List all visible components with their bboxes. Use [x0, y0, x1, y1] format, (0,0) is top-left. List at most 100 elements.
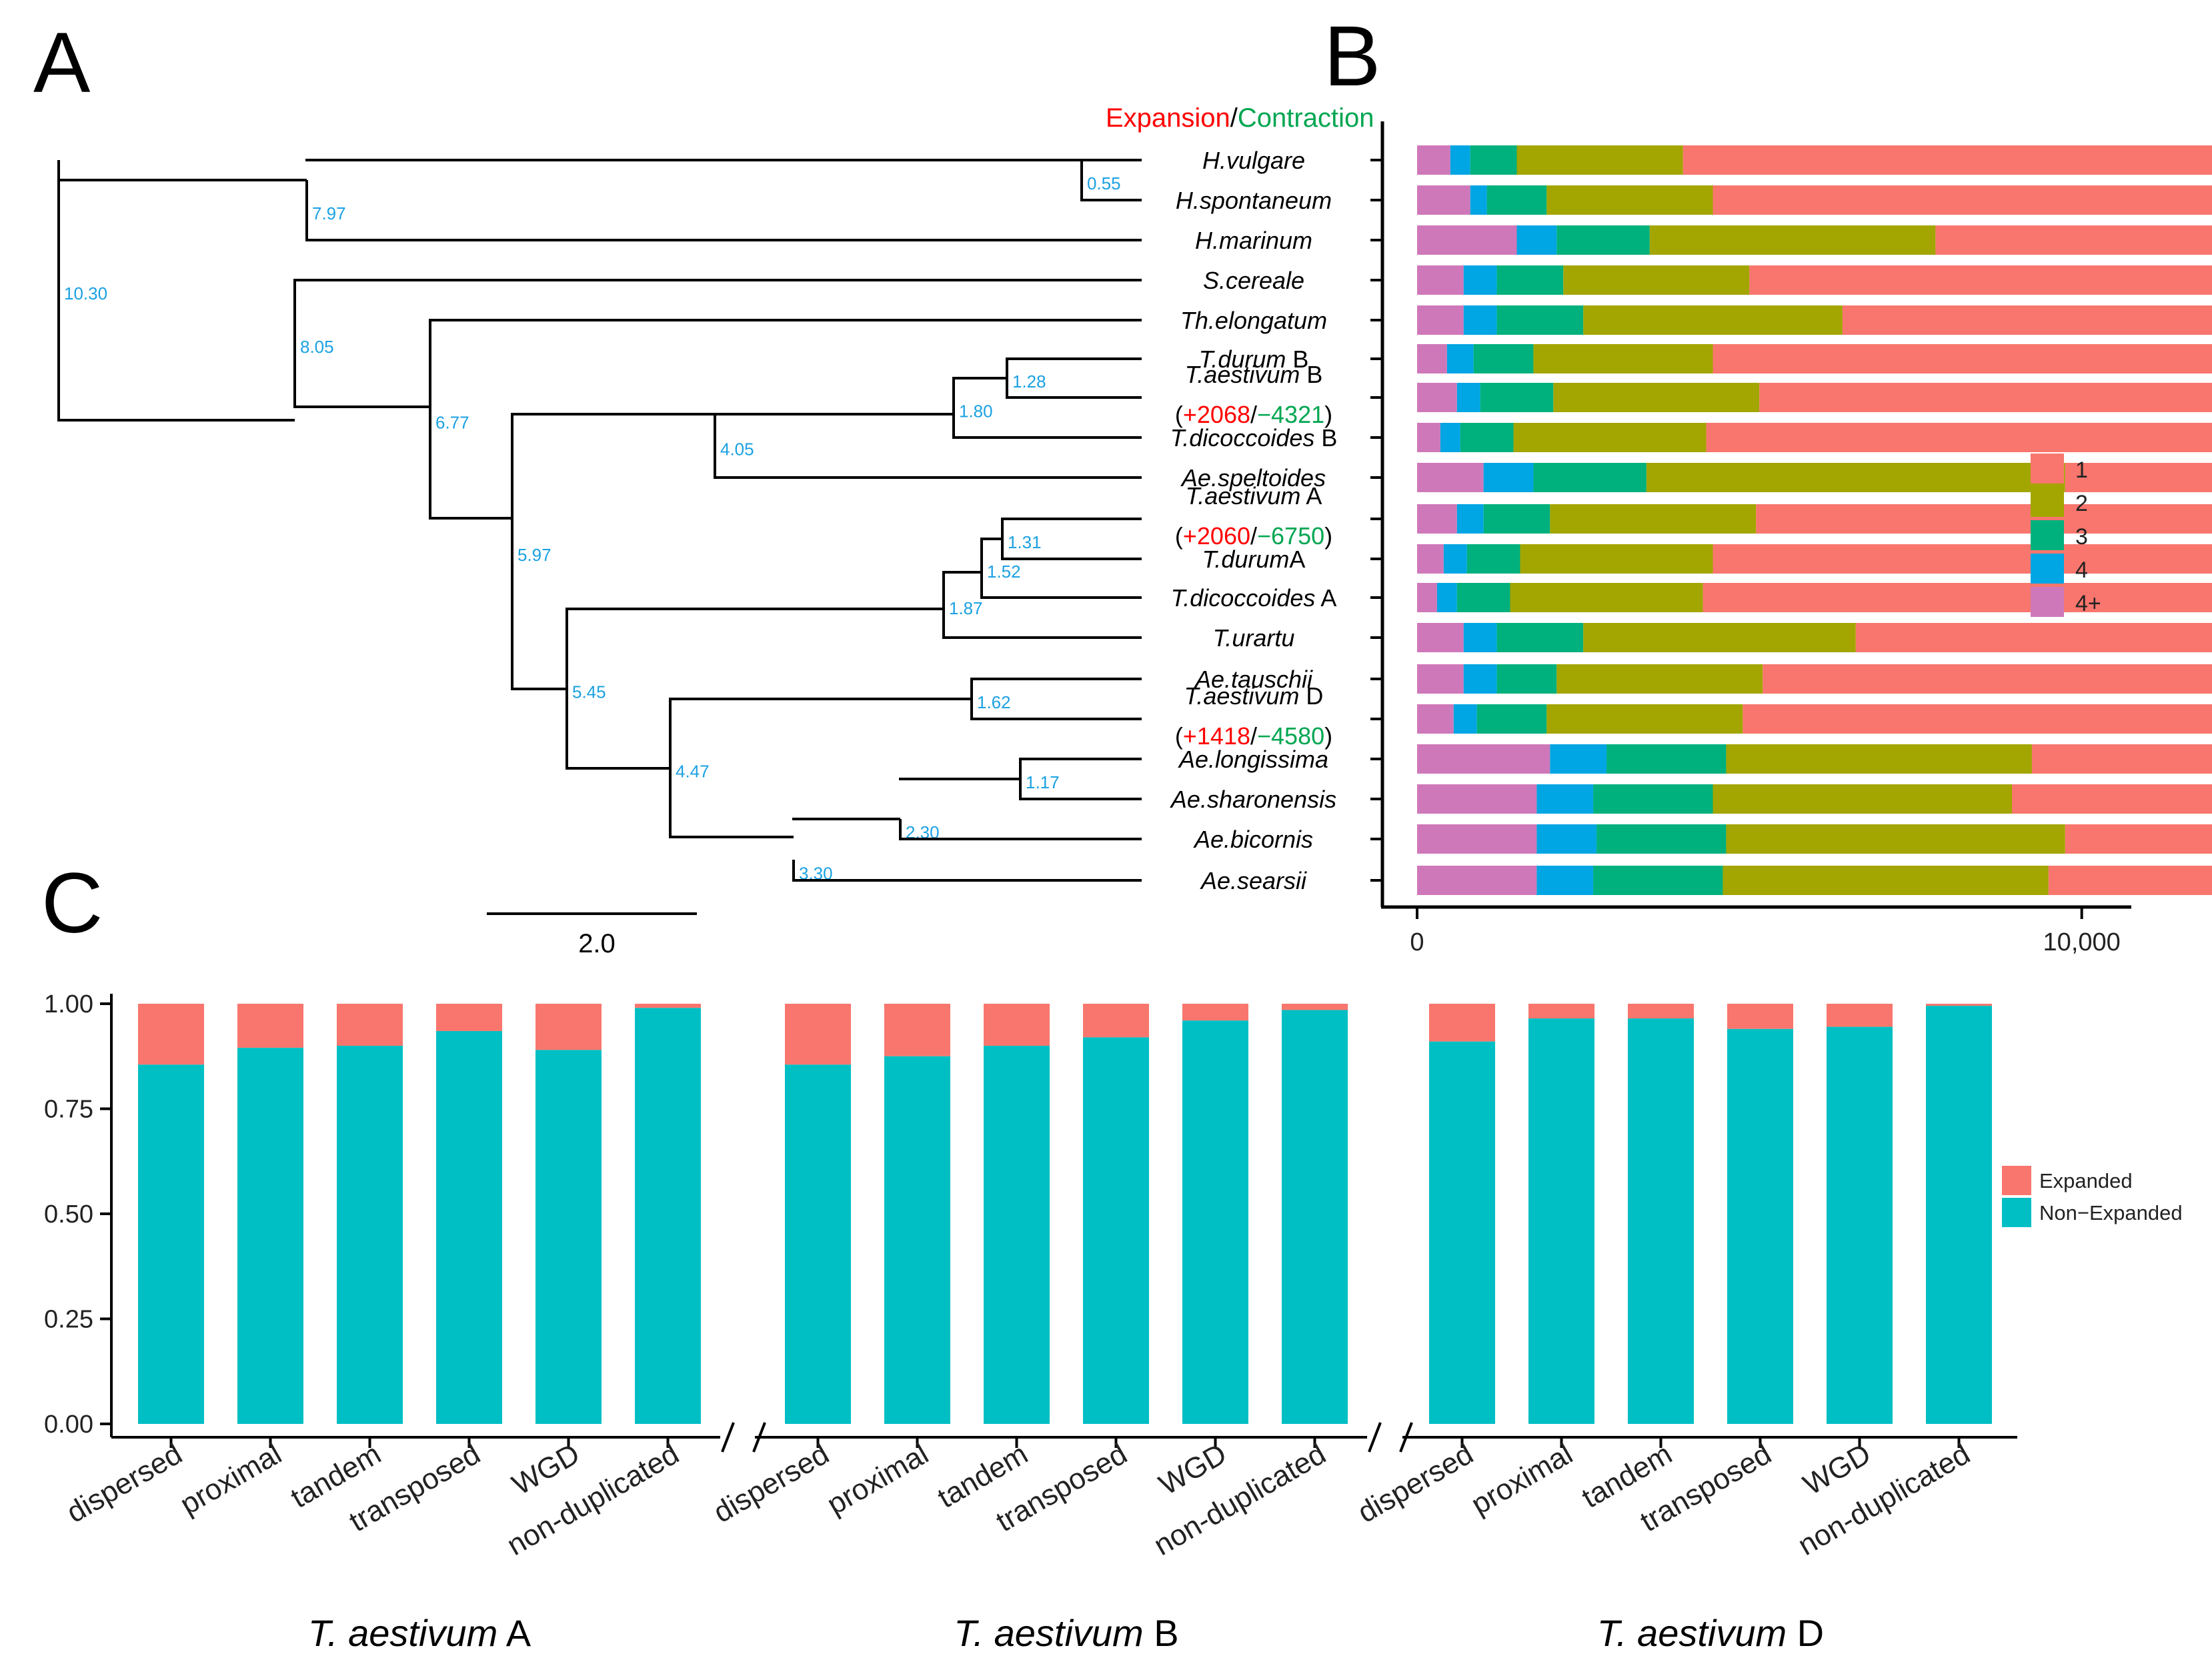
- c-axis-break-mark: [721, 1422, 735, 1453]
- c-bar-expanded: [237, 1004, 303, 1048]
- tip-species: Ae.longissima: [1178, 746, 1328, 773]
- b-bar-segment: [1583, 305, 1843, 335]
- b-bar-segment: [1473, 344, 1534, 373]
- node-age-label: 6.77: [435, 413, 469, 433]
- contraction-count: −6750: [1257, 522, 1324, 550]
- tip-label: Ae.bicornis: [1193, 826, 1313, 853]
- b-bar-segment: [1460, 423, 1514, 452]
- b-bar-segment: [1546, 704, 1743, 734]
- tip-species: Th.elongatum: [1180, 307, 1327, 334]
- b-legend-label: 1: [2075, 458, 2088, 483]
- b-legend-label: 4: [2075, 558, 2088, 583]
- c-group-subgenome: B: [1144, 1612, 1179, 1654]
- b-bar-segment: [1466, 544, 1520, 574]
- tip-label: Ae.longissima: [1178, 746, 1328, 773]
- c-bar-non-expanded: [138, 1064, 204, 1424]
- b-bar-segment: [1417, 824, 1537, 854]
- tip-subgenome: B: [1314, 424, 1337, 452]
- c-bar-expanded: [1182, 1004, 1248, 1021]
- b-bar-segment: [1456, 383, 1480, 412]
- panel-label-b: B: [1324, 9, 1380, 104]
- c-axis-break-mark: [1399, 1422, 1413, 1453]
- b-bar-segment: [1593, 784, 1713, 814]
- b-bar-segment: [1749, 265, 2212, 295]
- b-bar-segment: [1935, 225, 2212, 255]
- node-age-label: 0.55: [1087, 173, 1121, 193]
- tip-counts: (+1418/−4580): [1175, 722, 1332, 750]
- b-bar-segment: [1513, 423, 1707, 452]
- tip-labels: H.vulgareH.spontaneumH.marinumS.cerealeT…: [1170, 147, 1337, 894]
- expansion-count: +2060: [1183, 522, 1250, 550]
- c-bar-non-expanded: [535, 1050, 602, 1424]
- b-bar-segment: [1726, 744, 2032, 774]
- b-legend-swatch: [2031, 587, 2064, 617]
- tip-subgenome: A: [1300, 482, 1322, 510]
- b-bar-segment: [1417, 344, 1447, 373]
- c-bar-expanded: [337, 1004, 403, 1046]
- b-bar-segment: [1496, 265, 1564, 295]
- b-bar-segment: [1446, 344, 1474, 373]
- tip-label: T.dicoccoides B: [1170, 424, 1338, 452]
- c-bar-expanded: [1727, 1004, 1793, 1029]
- b-bar-segment: [2065, 463, 2212, 492]
- b-legend-swatch: [2031, 487, 2064, 517]
- tip-species: T.urartu: [1213, 624, 1295, 652]
- tip-label: H.marinum: [1195, 227, 1312, 254]
- node-age-label: 1.80: [959, 401, 993, 422]
- tree-header: Expansion/Contraction: [1106, 103, 1374, 133]
- b-bar-segment: [1520, 544, 1713, 574]
- c-bar-expanded: [1926, 1004, 1992, 1006]
- b-bar-segment: [1726, 824, 2065, 854]
- b-bar-segment: [1855, 623, 2212, 652]
- c-group-subgenome: D: [1787, 1612, 1824, 1654]
- b-bar-segment: [1550, 744, 1607, 774]
- tip-species: T.aestivum: [1184, 682, 1300, 710]
- c-x-tick-label: non-duplicated: [501, 1437, 684, 1562]
- b-bar-segment: [1723, 866, 2049, 895]
- c-y-tick-label: 0.50: [44, 1200, 93, 1228]
- c-bar-non-expanded: [785, 1064, 851, 1424]
- c-legend-label: Non−Expanded: [2039, 1201, 2183, 1224]
- c-y-tick-label: 1.00: [44, 990, 93, 1018]
- b-bar-segment: [2065, 824, 2212, 854]
- count-slash: /: [1250, 722, 1257, 750]
- expansion-label: Expansion: [1106, 103, 1230, 133]
- tip-species: T.aestivum: [1186, 482, 1301, 510]
- c-bar-non-expanded: [1083, 1037, 1149, 1424]
- c-bar-expanded: [1827, 1004, 1893, 1027]
- b-bar-segment: [1463, 664, 1497, 694]
- b-bar-segment: [1759, 383, 2212, 412]
- c-x-tick-label: proximal: [1466, 1437, 1578, 1521]
- c-bar-expanded: [1429, 1004, 1495, 1042]
- c-x-tick-label: proximal: [822, 1437, 934, 1521]
- b-bar-segment: [1763, 664, 2212, 694]
- c-y-tick-label: 0.75: [44, 1096, 93, 1124]
- b-bar-segment: [1463, 305, 1497, 335]
- b-bar-segment: [1842, 305, 2212, 335]
- tip-label: T.durum B: [1199, 345, 1309, 373]
- b-bar-segment: [2012, 784, 2212, 814]
- tip-label: Ae.sharonensis: [1170, 786, 1336, 813]
- tip-species: Ae.searsii: [1200, 867, 1307, 894]
- b-bar-segment: [1436, 583, 1457, 612]
- b-bar-segment: [1713, 344, 2212, 373]
- b-bar-segment: [1483, 504, 1550, 534]
- c-bar-expanded: [1528, 1004, 1594, 1019]
- b-bar-segment: [1496, 623, 1584, 652]
- c-group-label: T. aestivum A: [308, 1612, 531, 1654]
- c-x-tick-label: dispersed: [61, 1437, 188, 1529]
- b-bar-segment: [1706, 423, 2212, 452]
- b-x-tick-label: 10,000: [2043, 928, 2121, 956]
- tip-species: T.durum: [1202, 546, 1290, 573]
- c-bar-non-expanded: [1429, 1041, 1495, 1424]
- c-bar-expanded: [984, 1004, 1050, 1046]
- b-bar-segment: [1440, 423, 1460, 452]
- c-bar-expanded: [785, 1004, 851, 1065]
- c-bar-expanded: [1628, 1004, 1694, 1019]
- c-x-tick-label: dispersed: [708, 1437, 835, 1529]
- tip-species: Ae.bicornis: [1193, 826, 1313, 853]
- b-legend-label: 4+: [2075, 591, 2101, 616]
- c-x-tick-label: non-duplicated: [1793, 1437, 1975, 1562]
- paren-close: ): [1324, 401, 1332, 428]
- b-bar-segment: [1463, 623, 1497, 652]
